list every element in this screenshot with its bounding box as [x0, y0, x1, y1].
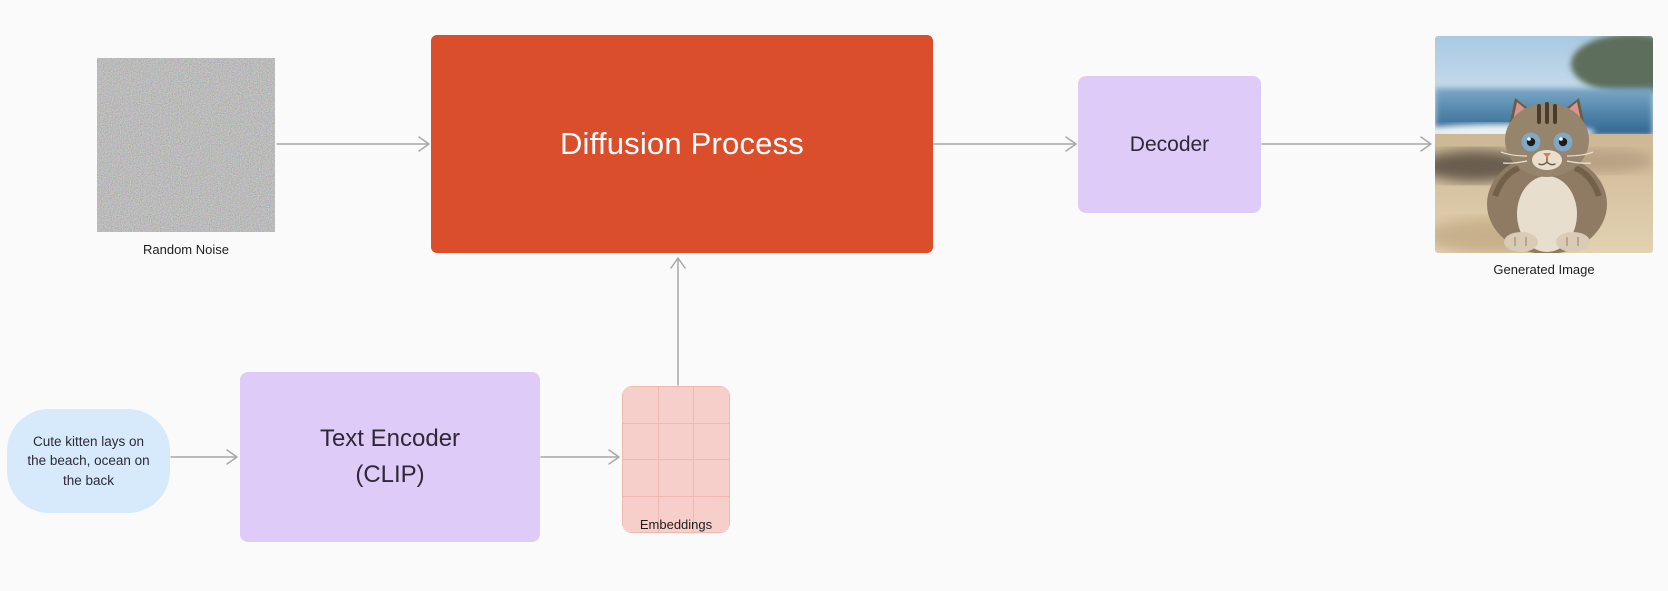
embedding-cell — [694, 460, 729, 496]
decoder-label: Decoder — [1129, 132, 1210, 156]
embedding-cell — [694, 387, 729, 423]
embedding-cell — [658, 460, 694, 496]
noise-texture — [97, 58, 275, 232]
embedding-cell — [623, 496, 658, 532]
random-noise-image[interactable] — [97, 58, 275, 232]
embedding-cell — [694, 423, 729, 459]
embedding-cell — [658, 496, 694, 532]
arrow-decoder-to-image — [1261, 136, 1432, 152]
decoder-node[interactable]: Decoder — [1078, 76, 1261, 213]
random-noise-caption: Random Noise — [143, 242, 229, 257]
embedding-cell — [623, 460, 658, 496]
text-encoder-node[interactable]: Text Encoder (CLIP) — [240, 372, 540, 542]
arrow-diffusion-to-decoder — [933, 136, 1077, 152]
embedding-cell — [623, 423, 658, 459]
prompt-bubble[interactable]: Cute kitten lays on the beach, ocean on … — [7, 409, 170, 513]
diffusion-process-node[interactable]: Diffusion Process — [431, 35, 933, 253]
diffusion-process-label: Diffusion Process — [559, 126, 805, 161]
generated-image-caption: Generated Image — [1493, 262, 1595, 277]
text-encoder-label-line1: Text Encoder — [319, 425, 461, 452]
arrow-prompt-to-encoder — [170, 449, 238, 465]
text-encoder-label-line2: (CLIP) — [355, 461, 425, 488]
prompt-text: Cute kitten lays on the beach, ocean on … — [27, 433, 150, 488]
embedding-cell — [623, 387, 658, 423]
arrow-noise-to-diffusion — [276, 136, 430, 152]
kitten — [1487, 98, 1607, 253]
embeddings-caption: Embeddings — [639, 517, 713, 532]
embedding-cell — [658, 387, 694, 423]
arrow-embeddings-to-diffusion — [670, 257, 686, 386]
kitten-beach-illustration — [1435, 36, 1653, 253]
embedding-cell — [658, 423, 694, 459]
embeddings-grid[interactable] — [622, 386, 730, 533]
embedding-cell — [694, 496, 729, 532]
generated-image[interactable] — [1435, 36, 1653, 253]
arrow-encoder-to-embeddings — [540, 449, 620, 465]
